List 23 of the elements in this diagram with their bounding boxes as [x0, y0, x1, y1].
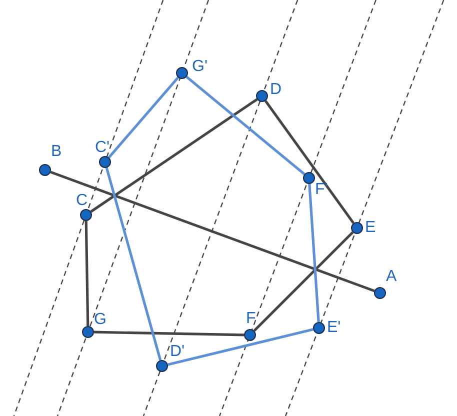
- point-label: E: [365, 220, 376, 236]
- line-segment: [84, 220, 90, 326]
- point-label: A: [386, 269, 397, 285]
- point-label: E': [327, 320, 341, 336]
- line-segment: [50, 170, 375, 292]
- line-segment: [105, 167, 162, 361]
- point-label: C': [95, 140, 110, 156]
- line-segment: [168, 328, 314, 366]
- line-segment: [264, 100, 355, 224]
- line-segment: [94, 330, 244, 336]
- point-label: G': [192, 59, 208, 75]
- line-segment: [108, 76, 180, 158]
- point-label: D: [270, 82, 282, 98]
- point-label: B: [51, 144, 62, 160]
- point-label: F: [246, 311, 256, 327]
- point-label: C: [76, 193, 88, 209]
- line-segment: [186, 76, 306, 176]
- point-label: D': [170, 344, 185, 360]
- point-label: G: [94, 312, 106, 328]
- point-label: F': [315, 182, 328, 198]
- line-segment: [308, 184, 320, 322]
- line-segment: [90, 98, 258, 213]
- line-segment: [253, 231, 354, 332]
